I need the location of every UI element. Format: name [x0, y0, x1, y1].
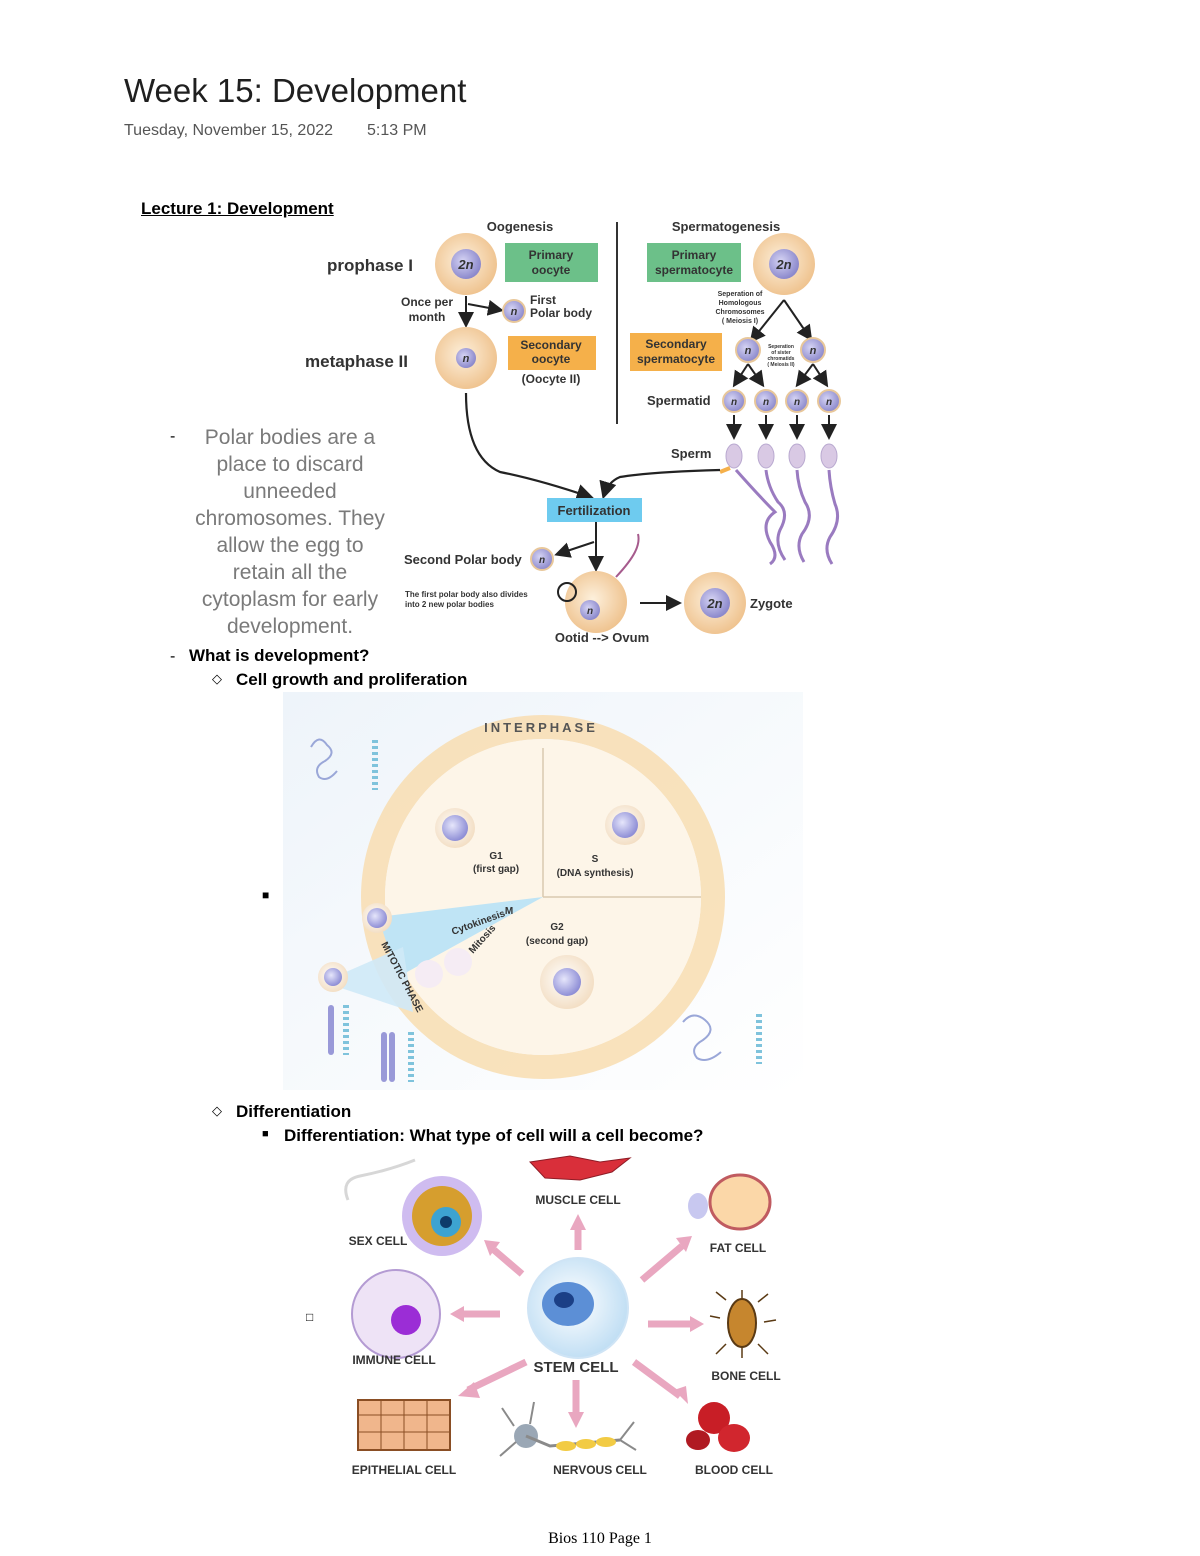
differentiation-item: Differentiation: [236, 1102, 352, 1121]
svg-text:Chromosomes: Chromosomes: [715, 309, 764, 316]
interphase-ring: [361, 715, 725, 1079]
svg-text:Seperation of: Seperation of: [718, 291, 763, 298]
svg-text:First: First: [530, 293, 556, 307]
differentiation-sub-item: Differentiation: What type of cell will …: [284, 1126, 704, 1145]
svg-text:BLOOD CELL: BLOOD CELL: [695, 1463, 773, 1477]
differentiation-arrows: [460, 1226, 694, 1416]
sperm-cells: [719, 443, 840, 566]
page-title: Week 15: Development: [124, 72, 467, 109]
primary-oocyte-box: [505, 243, 598, 282]
svg-text:The first polar body also divi: The first polar body also divides: [405, 590, 528, 599]
square-bullet: ■: [262, 888, 270, 902]
gametogenesis-diagram: Oogenesis Spermatogenesis prophase I met…: [305, 219, 841, 645]
prophase-label: prophase I: [327, 256, 413, 275]
svg-text:EPITHELIAL CELL: EPITHELIAL CELL: [352, 1463, 456, 1477]
page-time: 5:13 PM: [367, 122, 427, 139]
blood-cell: [686, 1402, 750, 1452]
svg-text:spermatocyte: spermatocyte: [655, 263, 733, 277]
svg-text:n: n: [794, 397, 800, 408]
svg-text:oocyte: oocyte: [532, 352, 571, 366]
svg-text:chromatids: chromatids: [768, 356, 795, 362]
spermatids: n n n n: [722, 389, 841, 413]
svg-text:NERVOUS CELL: NERVOUS CELL: [553, 1463, 647, 1477]
oogenesis-label: Oogenesis: [487, 219, 553, 234]
svg-text:IMMUNE CELL: IMMUNE CELL: [352, 1353, 435, 1367]
mitotic-wedge: [378, 897, 543, 977]
svg-text:Secondary: Secondary: [645, 337, 707, 351]
diamond-bullet: ◇: [212, 1103, 222, 1118]
secondary-spermatocyte-box: [630, 333, 722, 371]
svg-text:n: n: [763, 397, 769, 408]
sperm-label: Sperm: [671, 446, 711, 461]
svg-text:G2: G2: [550, 922, 564, 933]
bone-cell: [727, 1298, 757, 1348]
nervous-cell: [499, 1401, 637, 1457]
svg-text:Secondary: Secondary: [520, 338, 582, 352]
page-date: Tuesday, November 15, 2022: [124, 122, 334, 139]
svg-text:( Meiosis II): ( Meiosis II): [767, 362, 795, 368]
epithelial-cell: [357, 1399, 451, 1451]
zygote-label: Zygote: [750, 596, 793, 611]
svg-text:n: n: [826, 397, 832, 408]
svg-text:(Oocyte II): (Oocyte II): [522, 372, 581, 386]
svg-text:Primary: Primary: [529, 248, 574, 262]
spermatid-label: Spermatid: [647, 393, 711, 408]
svg-text:n: n: [511, 306, 518, 318]
question-text: What is development?: [189, 646, 370, 665]
svg-text:2n: 2n: [775, 257, 791, 272]
svg-text:(first gap): (first gap): [473, 864, 519, 875]
fat-cell: [708, 1173, 772, 1231]
stem-cell-diagram: STEM CELL MUSCLE CELL SEX CELL FAT CELL …: [344, 1155, 781, 1477]
svg-text:spermatocyte: spermatocyte: [637, 352, 715, 366]
svg-text:into 2 new polar bodies: into 2 new polar bodies: [405, 600, 494, 609]
svg-text:Primary: Primary: [672, 248, 717, 262]
secondary-oocyte-box: [508, 336, 596, 370]
svg-text:( Meiosis I): ( Meiosis I): [722, 318, 758, 325]
second-polar-label: Second Polar body: [404, 552, 523, 567]
interphase-label: INTERPHASE: [484, 720, 598, 735]
svg-text:2n: 2n: [706, 596, 722, 611]
svg-text:n: n: [587, 606, 593, 617]
spermatogenesis-label: Spermatogenesis: [672, 219, 780, 234]
growth-item: Cell growth and proliferation: [236, 670, 468, 689]
muscle-cell: [528, 1155, 632, 1181]
svg-text:n: n: [731, 397, 737, 408]
dash-marker: -: [170, 428, 176, 445]
svg-text:2n: 2n: [457, 257, 473, 272]
fertilization-box: [547, 498, 642, 522]
svg-text:n: n: [463, 353, 470, 365]
metaphase-label: metaphase II: [305, 352, 408, 371]
polar-bodies-note: Polar bodies are a place to discard unne…: [195, 426, 385, 638]
svg-text:n: n: [539, 555, 545, 566]
primary-spermatocyte-box: [647, 243, 741, 282]
svg-text:Polar body: Polar body: [530, 306, 592, 320]
svg-text:SEX CELL: SEX CELL: [349, 1234, 408, 1248]
svg-text:BONE CELL: BONE CELL: [711, 1369, 780, 1383]
svg-text:Homologous: Homologous: [719, 300, 762, 307]
svg-text:Once per: Once per: [401, 295, 453, 309]
svg-text:MUSCLE CELL: MUSCLE CELL: [535, 1193, 620, 1207]
svg-text:Seperation: Seperation: [768, 344, 794, 350]
svg-text:FAT CELL: FAT CELL: [710, 1241, 766, 1255]
cell-cycle-diagram: INTERPHASE G1 (first gap) S (DNA synthes…: [283, 692, 803, 1090]
svg-text:oocyte: oocyte: [532, 263, 571, 277]
square-bullet: ■: [262, 1128, 269, 1140]
dash-marker: -: [170, 648, 176, 665]
svg-text:Fertilization: Fertilization: [558, 503, 631, 518]
svg-text:M: M: [505, 906, 513, 917]
svg-text:n: n: [810, 345, 817, 357]
stem-cell-label: STEM CELL: [534, 1359, 619, 1376]
svg-text:(second gap): (second gap): [526, 936, 588, 947]
svg-text:(DNA synthesis): (DNA synthesis): [557, 868, 634, 879]
svg-text:S: S: [592, 854, 599, 865]
ootid-label: Ootid --> Ovum: [555, 630, 649, 645]
svg-text:of sister: of sister: [771, 350, 791, 356]
page-footer: Bios 110 Page 1: [548, 1530, 652, 1547]
hollow-square-bullet: □: [306, 1310, 314, 1324]
svg-text:n: n: [745, 345, 752, 357]
diamond-bullet: ◇: [212, 671, 222, 686]
svg-text:month: month: [409, 310, 446, 324]
svg-text:G1: G1: [489, 851, 503, 862]
lecture-heading: Lecture 1: Development: [141, 199, 334, 218]
